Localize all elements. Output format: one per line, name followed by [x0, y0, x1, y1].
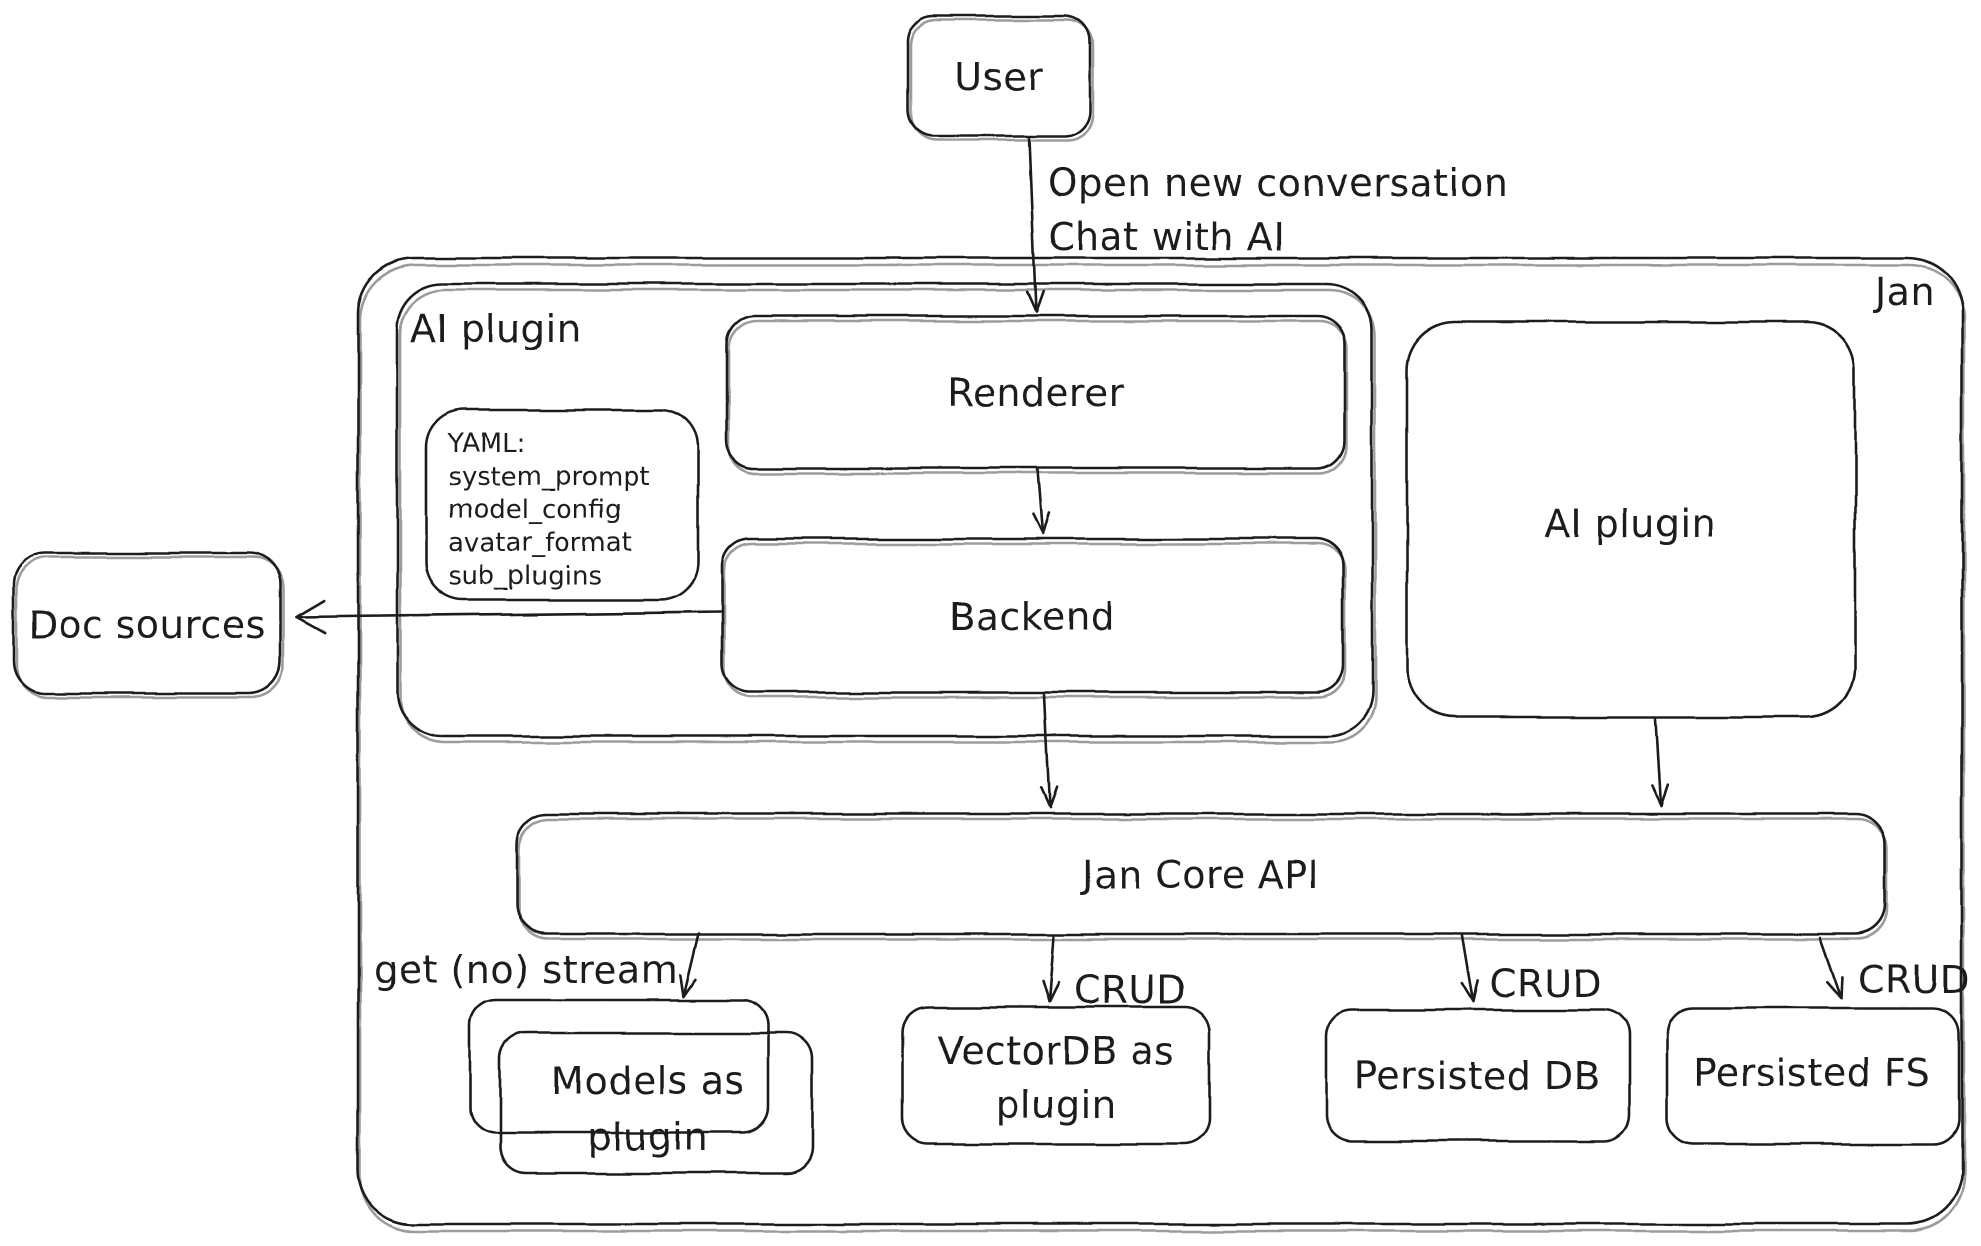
get-no-stream-label: get (no) stream	[374, 948, 678, 992]
yaml-note-line-5: sub_plugins	[448, 561, 602, 591]
user-action-label-line-2: Chat with AI	[1048, 215, 1285, 259]
jan-core-api-label: Jan Core API	[1081, 853, 1320, 897]
renderer-label: Renderer	[947, 371, 1124, 415]
doc-sources-label: Doc sources	[29, 603, 266, 647]
ai-plugin-right-box	[1405, 320, 1857, 719]
jan-container-box	[356, 256, 1964, 1226]
user-action-label-line-1: Open new conversation	[1048, 161, 1508, 205]
crud-label-persisted-db: CRUD	[1490, 962, 1602, 1006]
ai-plugin-left-container-box	[395, 282, 1374, 738]
doc-sources-box	[12, 551, 282, 695]
yaml-note-line-2: system_prompt	[448, 462, 650, 492]
models-plugin-label-line-2: plugin	[588, 1115, 709, 1159]
backend-label: Backend	[949, 595, 1115, 639]
arrow-core-to-vectordb	[1041, 934, 1060, 1003]
arrow-core-to-models	[679, 931, 701, 998]
vectordb-plugin-box	[900, 1005, 1212, 1146]
models-plugin-label-line-1: Models as	[551, 1059, 745, 1103]
arrow-backend-to-doc-sources	[294, 599, 724, 634]
persisted-fs-label: Persisted FS	[1694, 1051, 1931, 1095]
jan-core-api-box	[515, 812, 1887, 936]
arrow-renderer-to-backend	[1032, 468, 1051, 536]
models-plugin-back-box	[468, 998, 770, 1135]
arrow-ai-plugin-right-to-core	[1650, 717, 1670, 808]
ai-plugin-left-label: AI plugin	[410, 307, 581, 351]
arrow-core-to-persisted-fs	[1818, 936, 1844, 1000]
arrow-core-to-persisted-db	[1460, 934, 1479, 1004]
persisted-db-box	[1324, 1008, 1631, 1143]
persisted-fs-box	[1665, 1006, 1961, 1146]
diagram-shapes	[12, 14, 1966, 1233]
crud-label-persisted-fs: CRUD	[1858, 958, 1970, 1002]
ai-plugin-right-label: AI plugin	[1544, 502, 1715, 546]
jan-label: Jan	[1873, 270, 1935, 314]
yaml-note-line-1: YAML:	[447, 429, 525, 459]
diagram-labels: User Jan AI plugin Renderer YAML: system…	[29, 55, 1970, 1159]
user-label: User	[955, 55, 1044, 99]
vectordb-plugin-label-line-1: VectorDB as	[937, 1029, 1174, 1073]
renderer-box	[725, 314, 1347, 470]
persisted-db-label: Persisted DB	[1354, 1054, 1601, 1098]
arrow-backend-to-core	[1038, 692, 1058, 810]
backend-box	[720, 537, 1345, 694]
yaml-note-line-3: model_config	[448, 495, 622, 525]
user-box	[906, 14, 1092, 138]
crud-label-vectordb: CRUD	[1074, 968, 1186, 1012]
yaml-note-line-4: avatar_format	[448, 528, 632, 558]
models-plugin-front-box	[498, 1031, 814, 1175]
vectordb-plugin-label-line-2: plugin	[996, 1083, 1117, 1127]
arrow-user-to-renderer	[1025, 136, 1045, 314]
yaml-note-box	[424, 408, 700, 602]
